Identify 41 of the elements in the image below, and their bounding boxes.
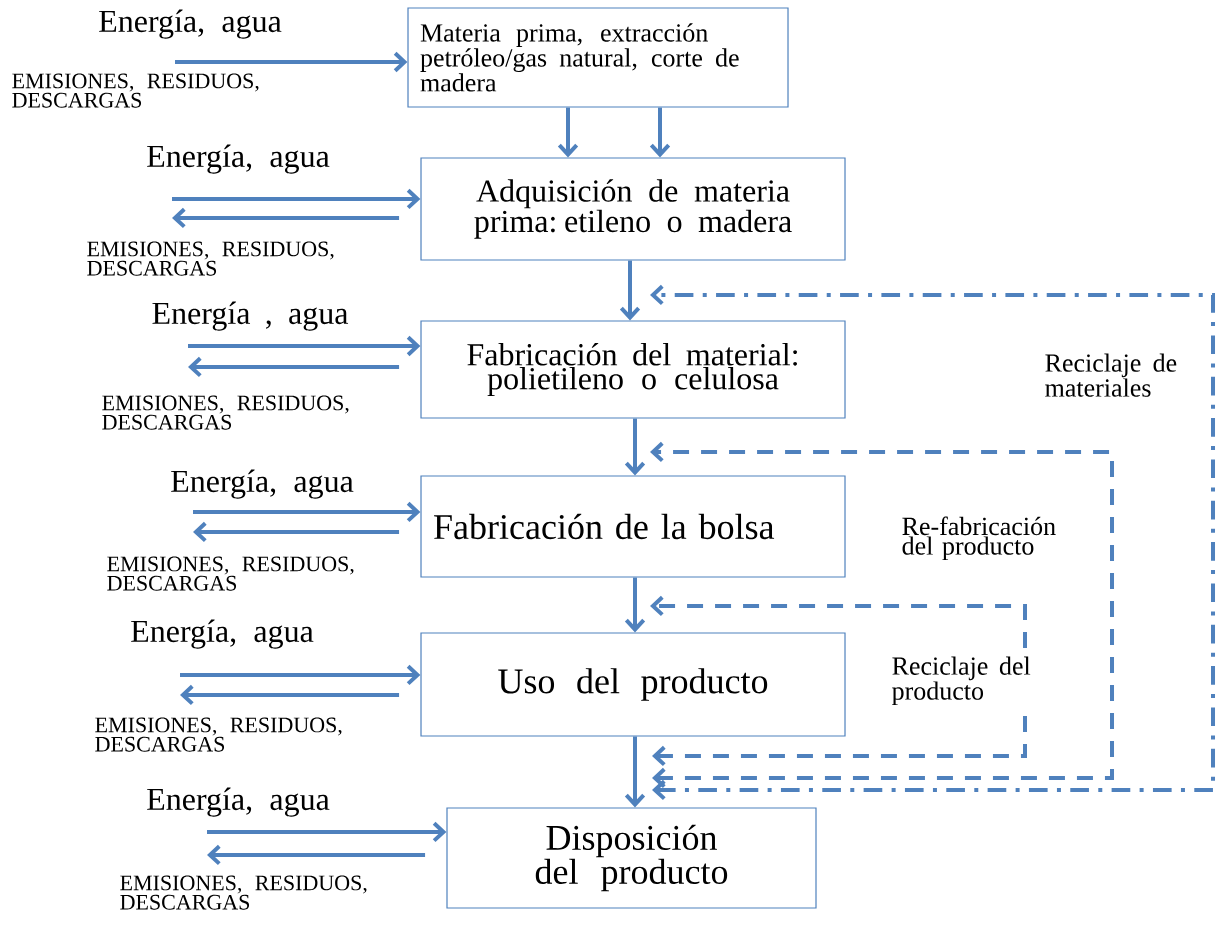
process-box: Materia prima, extracción petróleo/gas natural, corte de madera bbox=[407, 7, 789, 108]
output-label: EMISIONES, RESIDUOS, DESCARGAS bbox=[107, 556, 354, 591]
edge-label: Reciclaje del producto bbox=[892, 656, 1031, 706]
output-label: EMISIONES, RESIDUOS, DESCARGAS bbox=[87, 241, 334, 276]
loop-arrow bbox=[650, 595, 1027, 767]
arrow bbox=[624, 577, 646, 633]
arrow bbox=[180, 684, 400, 706]
arrow bbox=[624, 736, 646, 808]
arrow bbox=[207, 821, 447, 843]
process-box: Fabricación del material: polietileno o celulosa bbox=[420, 320, 846, 419]
arrow bbox=[207, 844, 426, 866]
output-label: EMISIONES, RESIDUOS, DESCARGAS bbox=[102, 395, 349, 430]
output-label: EMISIONES, RESIDUOS, DESCARGAS bbox=[95, 717, 342, 752]
edge-label: Reciclaje de materiales bbox=[1045, 353, 1177, 397]
arrow bbox=[188, 356, 400, 378]
output-label: EMISIONES, RESIDUOS, DESCARGAS bbox=[120, 875, 367, 910]
input-label: Energía, agua bbox=[147, 787, 330, 817]
process-box: Disposición del producto bbox=[446, 807, 817, 909]
process-box: Adquisición de materia prima: etileno o madera bbox=[420, 157, 846, 261]
input-label: Energía , agua bbox=[152, 301, 349, 331]
arrow bbox=[172, 207, 400, 229]
input-label: Energía, agua bbox=[171, 469, 354, 499]
arrow bbox=[172, 188, 421, 210]
process-box: Fabricación de la bolsa bbox=[420, 475, 846, 578]
arrow bbox=[188, 335, 421, 357]
input-label: Energía, agua bbox=[99, 9, 282, 39]
arrow bbox=[175, 51, 408, 73]
arrow bbox=[557, 107, 579, 158]
arrow bbox=[619, 260, 641, 321]
process-box: Uso del producto bbox=[420, 632, 846, 737]
loop-arrow bbox=[650, 284, 1215, 801]
output-label: EMISIONES, RESIDUOS, DESCARGAS bbox=[12, 73, 259, 108]
loop-arrow bbox=[650, 441, 1114, 789]
arrow bbox=[180, 664, 421, 686]
arrow bbox=[193, 501, 421, 523]
edge-label: Re-fabricación del producto bbox=[902, 516, 1056, 561]
arrow bbox=[193, 521, 400, 543]
arrow bbox=[624, 418, 646, 476]
arrow bbox=[649, 107, 671, 158]
input-label: Energía, agua bbox=[131, 619, 314, 649]
input-label: Energía, agua bbox=[147, 144, 330, 174]
